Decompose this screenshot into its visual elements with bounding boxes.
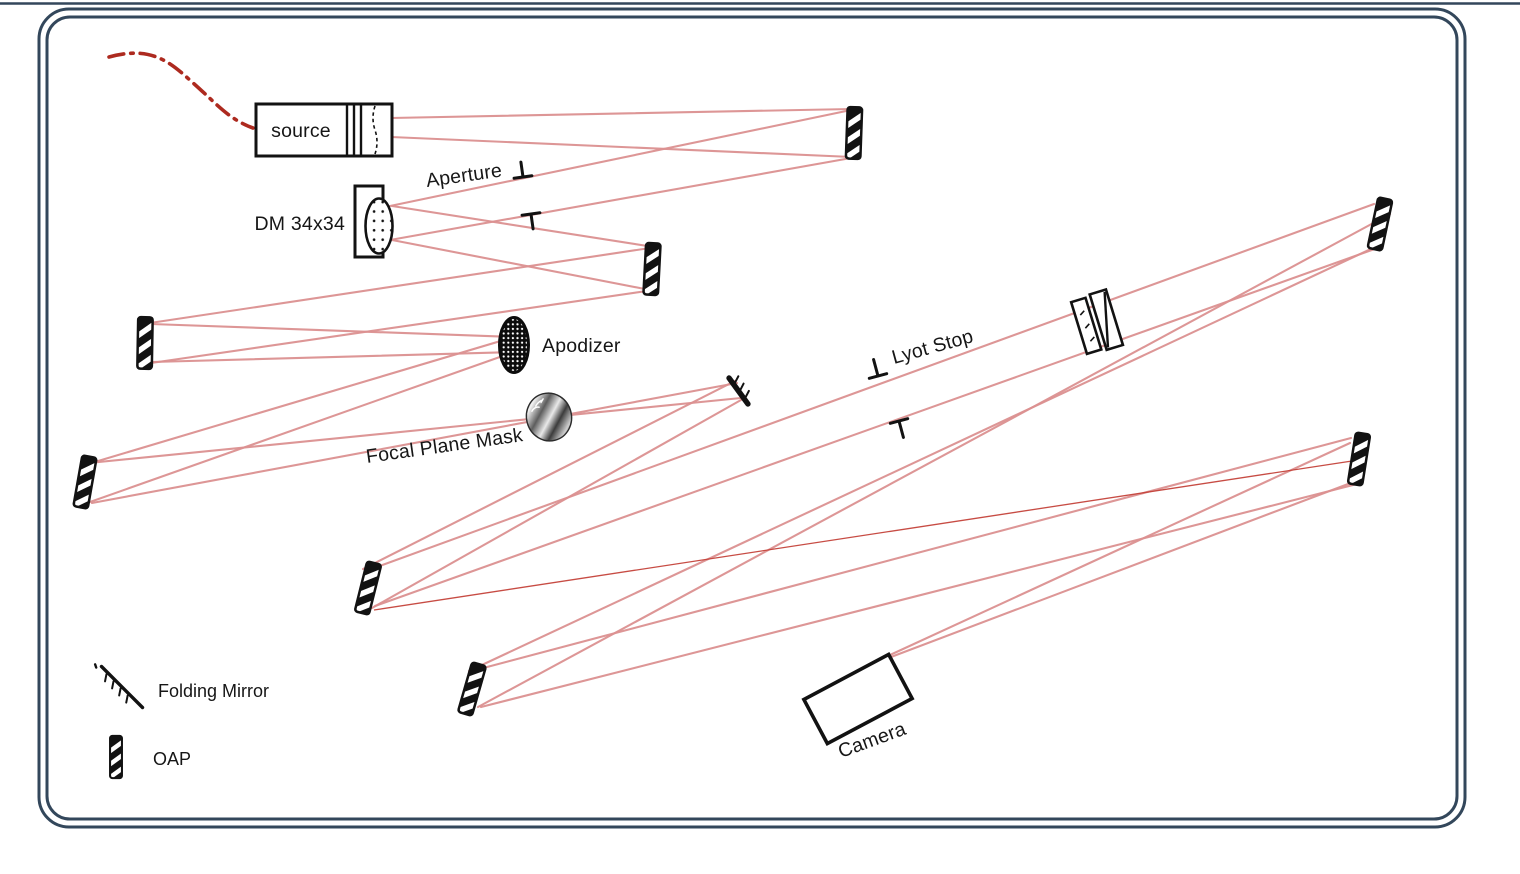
beam-ray (389, 107, 854, 120)
legend-oap-label: OAP (153, 749, 191, 769)
legend: Folding Mirror OAP (93, 663, 269, 779)
beam-ray (476, 212, 1392, 709)
oap-mirror-1 (844, 107, 864, 160)
lyot-stop-label: Lyot Stop (889, 325, 975, 369)
camera-box (801, 651, 915, 747)
oap-mirror-8 (1346, 432, 1372, 486)
frame-outer (37, 7, 1467, 829)
beam-ray (150, 350, 516, 364)
beam-ray (90, 381, 739, 505)
oap-mirror-5 (353, 561, 383, 616)
focal-plane-mask-label: Focal Plane Mask (365, 424, 525, 468)
chief-ray (373, 460, 1353, 611)
beam-ray (888, 441, 1352, 657)
beam-ray (148, 246, 652, 325)
source-assembly: source (254, 102, 394, 158)
beam-ray (390, 204, 656, 249)
beam-ray (86, 335, 516, 466)
fiber-feed (107, 51, 255, 130)
aperture-label: Aperture (425, 160, 504, 192)
beam-ray (388, 108, 853, 208)
deformable-mirror (353, 184, 394, 259)
apodizer-label: Apodizer (542, 335, 621, 357)
fold-mirror-small (726, 375, 751, 407)
frame-inner (45, 15, 1459, 821)
focal-plane-mask-disk (525, 392, 573, 442)
apodizer-disk (498, 316, 530, 374)
beam-rays (86, 107, 1392, 709)
beam-ray (149, 322, 516, 339)
beam-ray (364, 202, 1376, 573)
oap-mirror-2 (642, 243, 663, 296)
lyot-stop-symbol (867, 358, 910, 439)
beam-ray (370, 398, 743, 610)
oap-mirror-3 (136, 317, 155, 369)
legend-folding-mirror-symbol (93, 663, 145, 710)
beam-ray (390, 238, 652, 292)
aperture-stop-symbol (512, 160, 542, 231)
beam-ray (87, 396, 743, 465)
beam-ray (889, 479, 1358, 659)
legend-folding-mirror-label: Folding Mirror (158, 681, 269, 701)
beam-ray (389, 135, 854, 159)
beam-ray (373, 244, 1385, 608)
beam-ray (149, 289, 649, 365)
beam-ray (479, 482, 1359, 709)
beam-ray (467, 246, 1375, 673)
polarizer-beamsplitter (1069, 287, 1125, 356)
beam-ray (470, 436, 1353, 673)
dm-label: DM 34x34 (255, 213, 345, 235)
beam-ray (88, 350, 516, 504)
beam-ray (388, 156, 853, 242)
beam-ray (361, 379, 737, 571)
source-label: source (271, 120, 331, 142)
legend-oap-symbol (109, 736, 124, 779)
oap-mirror-6 (456, 662, 488, 717)
